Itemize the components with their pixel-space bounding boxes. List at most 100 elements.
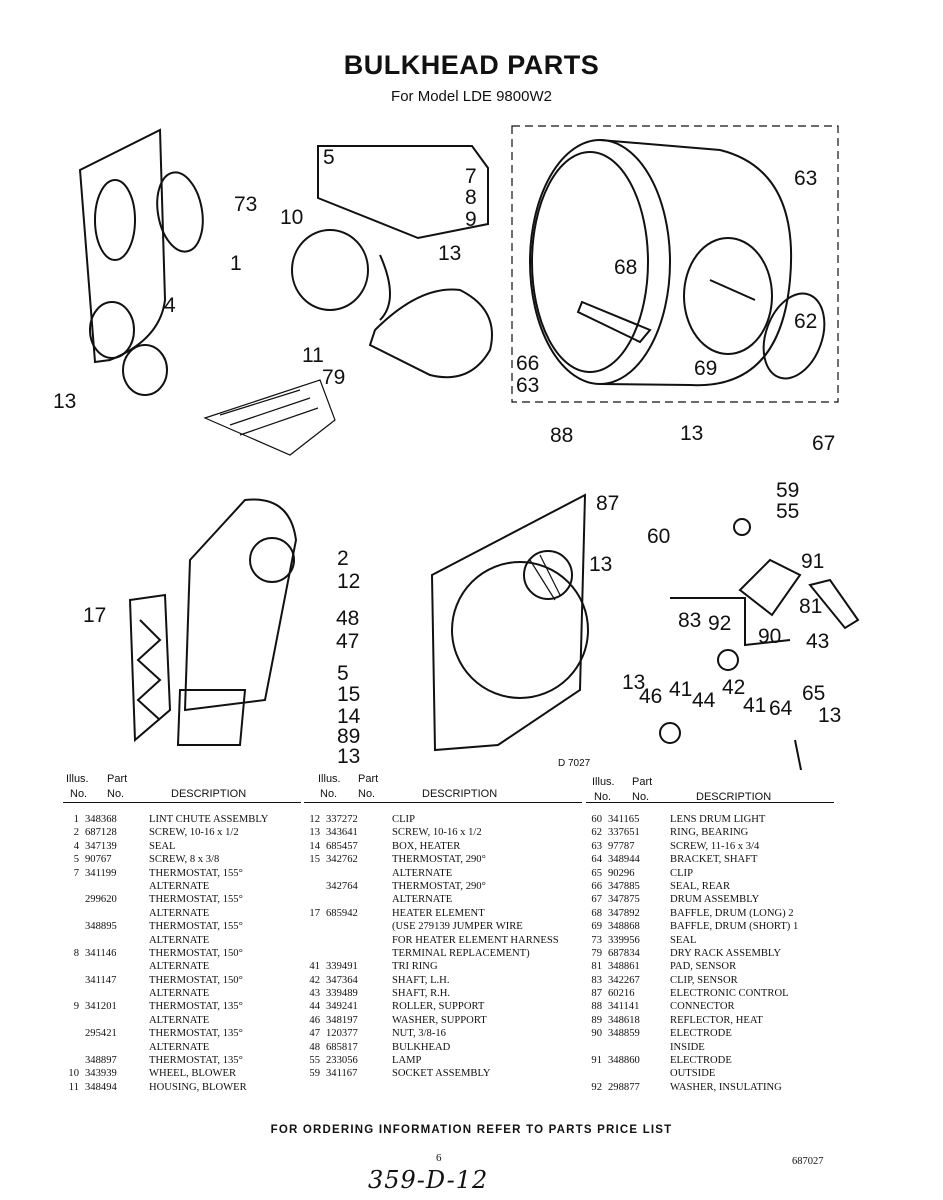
callout-label: 11 (302, 344, 324, 367)
illus-number: 81 (591, 961, 602, 973)
illus-number: 87 (591, 988, 602, 1000)
part-description: ALTERNATE (149, 907, 210, 919)
part-description: ELECTRODE (670, 1028, 732, 1040)
illus-number: 92 (591, 1081, 602, 1093)
part-description: WHEEL, BLOWER (149, 1068, 237, 1080)
part-description: THERMOSTAT, 155° (149, 921, 243, 933)
part-description: THERMOSTAT, 135° (149, 1055, 243, 1067)
table-row: ALTERNATE (304, 893, 582, 906)
part-description: SHAFT, L.H. (392, 974, 450, 986)
part-description: TERMINAL REPLACEMENT) (392, 947, 530, 959)
part-description: CONNECTOR (670, 1001, 735, 1013)
part-number: 348197 (326, 1014, 358, 1026)
table-row: FOR HEATER ELEMENT HARNESS (304, 934, 582, 947)
part-number: 337272 (326, 814, 358, 825)
callout-label: 47 (336, 630, 359, 653)
part-description: CLIP, SENSOR (670, 974, 738, 986)
part-description: RING, BEARING (670, 827, 749, 839)
callout-label: 83 (678, 609, 701, 632)
callout-label: 55 (776, 500, 799, 523)
part-number: 120377 (326, 1028, 358, 1040)
callout-label: 8 (465, 186, 477, 209)
header-no2: No. (632, 791, 650, 803)
part-number: 299620 (85, 894, 117, 906)
part-number: 341147 (85, 974, 117, 986)
illus-number: 91 (591, 1055, 602, 1067)
part-number: 348861 (608, 961, 640, 973)
column-header: Illus. Part No. No. DESCRIPTION (63, 772, 301, 803)
callout-label: 13 (438, 242, 461, 265)
column-header: Illus. Part No. No. DESCRIPTION (304, 772, 582, 803)
callout-label: 68 (614, 256, 637, 279)
part-description: HEATER ELEMENT (392, 907, 485, 919)
header-no2: No. (358, 788, 376, 800)
lint-chute-assembly (78, 128, 204, 396)
part-description: INSIDE (670, 1041, 705, 1053)
table-row: ALTERNATE (304, 867, 582, 880)
callout-label: 67 (812, 432, 835, 455)
callout-label: 4 (164, 294, 176, 317)
illus-number: 64 (591, 854, 602, 866)
part-number: 341146 (85, 947, 117, 959)
illus-number: 47 (309, 1028, 320, 1040)
table-row: 88 341141 CONNECTOR (586, 1000, 834, 1013)
part-number: 687128 (85, 827, 117, 839)
drum-group-box (511, 125, 839, 403)
part-number: 341167 (326, 1068, 358, 1080)
part-description: TRI RING (392, 961, 438, 973)
header-description: DESCRIPTION (696, 791, 772, 803)
roller-lower (659, 722, 681, 744)
part-description: ALTERNATE (149, 1041, 210, 1053)
callout-label: 69 (694, 357, 717, 380)
illus-number: 73 (591, 934, 602, 946)
callout-labels: 5 7 8 9 10 13 73 1 4 13 11 79 63 68 62 6… (53, 146, 841, 769)
callout-label: 13 (53, 390, 76, 413)
header-illus: Illus. (318, 773, 341, 785)
part-description: SHAFT, R.H. (392, 988, 451, 1000)
header-no: No. (70, 788, 88, 800)
illus-number: 68 (591, 907, 602, 919)
part-number: 348368 (85, 814, 117, 825)
bulkhead (430, 493, 589, 752)
page-title: BULKHEAD PARTS (343, 50, 600, 80)
part-description: BAFFLE, DRUM (LONG) 2 (670, 907, 794, 919)
table-row: OUTSIDE (586, 1067, 834, 1080)
part-number: 348859 (608, 1028, 640, 1040)
part-description: ALTERNATE (392, 867, 453, 879)
callout-label: 15 (337, 683, 360, 706)
illus-number: 88 (591, 1001, 602, 1013)
heater-box (176, 498, 298, 746)
part-description: ELECTRONIC CONTROL (670, 988, 789, 1000)
table-row: INSIDE (586, 1041, 834, 1054)
illus-number: 63 (591, 840, 602, 852)
part-description: SEAL, REAR (670, 880, 731, 892)
illus-number: 15 (309, 854, 320, 866)
part-description: WASHER, INSULATING (670, 1081, 782, 1093)
table-row: ALTERNATE (63, 880, 301, 893)
part-description: SOCKET ASSEMBLY (392, 1068, 491, 1080)
part-number: 341141 (608, 1001, 640, 1013)
part-description: FOR HEATER ELEMENT HARNESS (392, 934, 559, 946)
heater-element (128, 593, 172, 743)
illus-number: 2 (73, 827, 79, 839)
page-number: 6 (436, 1152, 442, 1164)
part-number: 348868 (608, 921, 640, 933)
part-number: 348897 (85, 1055, 117, 1067)
illus-number: 48 (309, 1041, 320, 1053)
part-number: 343641 (326, 827, 358, 839)
